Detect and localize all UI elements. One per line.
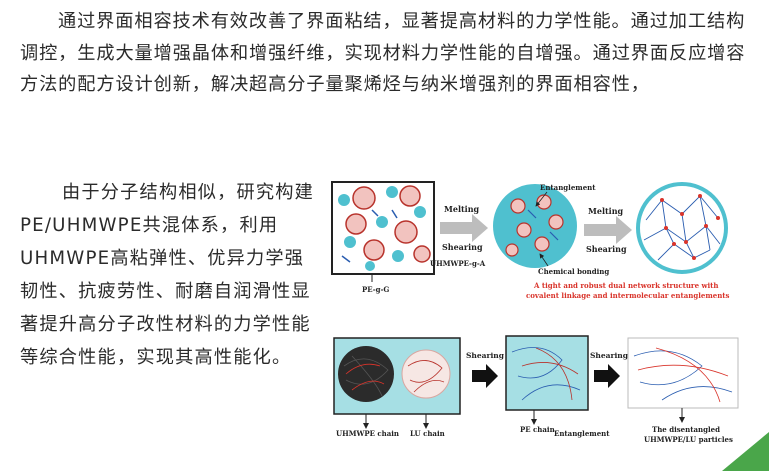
pe-g-g-particles (338, 186, 426, 271)
uhmwpe-g-a-particles (345, 185, 431, 263)
label-shearing-1: Shearing (466, 351, 505, 360)
melting-shearing-arrow-2: Melting Shearing (584, 206, 632, 254)
svg-text:Shearing: Shearing (586, 244, 627, 254)
shearing-arrow-2 (594, 364, 620, 388)
mechanism-figure: UHMWPE-g-A PE-g-G Melting Shearing Entan… (322, 170, 769, 471)
svg-text:Melting: Melting (588, 206, 624, 216)
caption-line-2: covalent linkage and intermolecular enta… (526, 291, 730, 300)
label-entanglement-top: Entanglement (540, 183, 596, 192)
label-uhmwpe-g-a: UHMWPE-g-A (430, 259, 486, 268)
svg-text:Melting: Melting (444, 204, 480, 214)
entangled-panel (505, 335, 589, 411)
label-pe-g-g: PE-g-G (362, 285, 389, 294)
melt-mixing-panel (493, 184, 577, 268)
chains-panel (333, 337, 461, 415)
label-entanglement-bottom: Entanglement (554, 429, 610, 438)
disentangled-panel (627, 337, 739, 409)
label-pe-chain: PE chain (520, 425, 555, 434)
melting-shearing-arrow-1: Melting Shearing (440, 204, 488, 252)
label-shearing-2: Shearing (590, 351, 629, 360)
caption-line-1: A tight and robust dual network structur… (533, 281, 719, 290)
shearing-arrow-1 (472, 364, 498, 388)
dual-network-panel (636, 182, 728, 274)
initial-blend-panel (331, 181, 435, 275)
label-disentangled-1: The disentangled (652, 425, 720, 434)
blend-paragraph: 由于分子结构相似，研究构建PE/UHMWPE共混体系，利用UHMWPE高粘弹性、… (20, 182, 315, 368)
intro-paragraph: 通过界面相容技术有效改善了界面粘结，显著提高材料的力学性能。通过加工结构调控，生… (20, 11, 746, 95)
label-chemical-bonding: Chemical bonding (538, 267, 609, 276)
label-disentangled-2: UHMWPE/LU particles (644, 435, 733, 444)
svg-text:Shearing: Shearing (442, 242, 483, 252)
label-uhmwpe-chain: UHMWPE chain (336, 429, 399, 438)
corner-accent (722, 432, 769, 471)
label-lu-chain: LU chain (410, 429, 445, 438)
